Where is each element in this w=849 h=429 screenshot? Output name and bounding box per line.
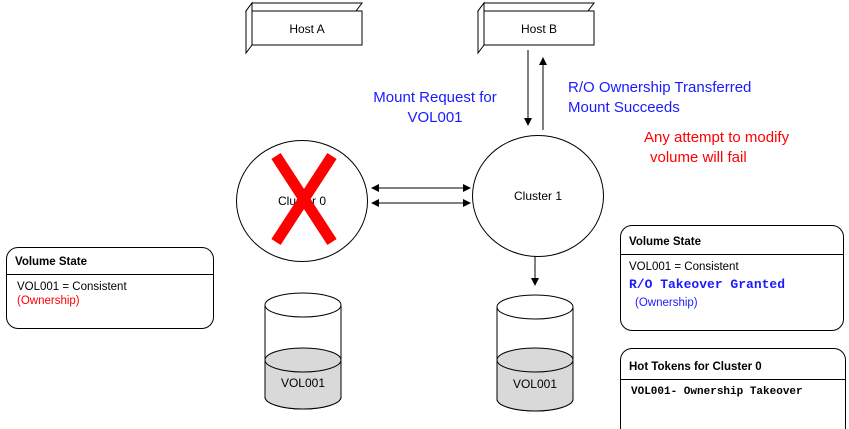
- right-volume-state-line3: (Ownership): [635, 297, 698, 309]
- mount-request-line1: Mount Request for: [373, 89, 497, 106]
- transferred-line1: R/O Ownership Transferred: [568, 79, 752, 96]
- modify-warning-text: Any attempt to modify volume will fail: [644, 128, 789, 168]
- cluster-1-label: Cluster 1: [513, 189, 563, 203]
- mount-request-text: Mount Request for VOL001: [345, 88, 525, 128]
- right-volume-state-panel: Volume State VOL001 = Consistent R/O Tak…: [620, 225, 844, 331]
- host-b-label[interactable]: Host B: [520, 22, 557, 36]
- right-disk: [496, 294, 574, 412]
- left-disk-label: VOL001: [280, 376, 326, 390]
- hot-tokens-line1: VOL001- Ownership Takeover: [631, 386, 803, 398]
- modify-line2: volume will fail: [650, 149, 747, 166]
- right-volume-state-line2: R/O Takeover Granted: [629, 277, 786, 292]
- host-a-label[interactable]: Host A: [289, 22, 325, 36]
- modify-line1: Any attempt to modify: [644, 129, 790, 146]
- host-a-box-3d: [245, 1, 363, 55]
- hot-tokens-panel: Hot Tokens for Cluster 0 VOL001- Ownersh…: [620, 348, 846, 429]
- left-volume-state-line1: VOL001 = Consistent: [17, 281, 127, 293]
- right-volume-state-divider: [621, 254, 843, 255]
- ownership-transferred-text: R/O Ownership Transferred Mount Succeeds: [568, 78, 751, 118]
- transferred-line2: Mount Succeeds: [568, 99, 680, 116]
- mount-request-line2: VOL001: [407, 109, 463, 126]
- hot-tokens-divider: [621, 379, 845, 380]
- left-volume-state-divider: [7, 274, 213, 275]
- left-volume-state-title: Volume State: [15, 256, 87, 268]
- right-disk-label: VOL001: [512, 377, 558, 391]
- host-b-box-3d: [477, 1, 595, 55]
- right-volume-state-title: Volume State: [629, 236, 701, 248]
- right-volume-state-line1: VOL001 = Consistent: [629, 261, 739, 273]
- hot-tokens-title: Hot Tokens for Cluster 0: [629, 361, 762, 373]
- failed-x-icon: [271, 152, 337, 246]
- left-disk: [264, 292, 342, 410]
- left-volume-state-line2: (Ownership): [17, 295, 80, 307]
- left-volume-state-panel: Volume State VOL001 = Consistent (Owners…: [6, 247, 214, 329]
- cluster-1-node[interactable]: Cluster 1: [472, 135, 604, 257]
